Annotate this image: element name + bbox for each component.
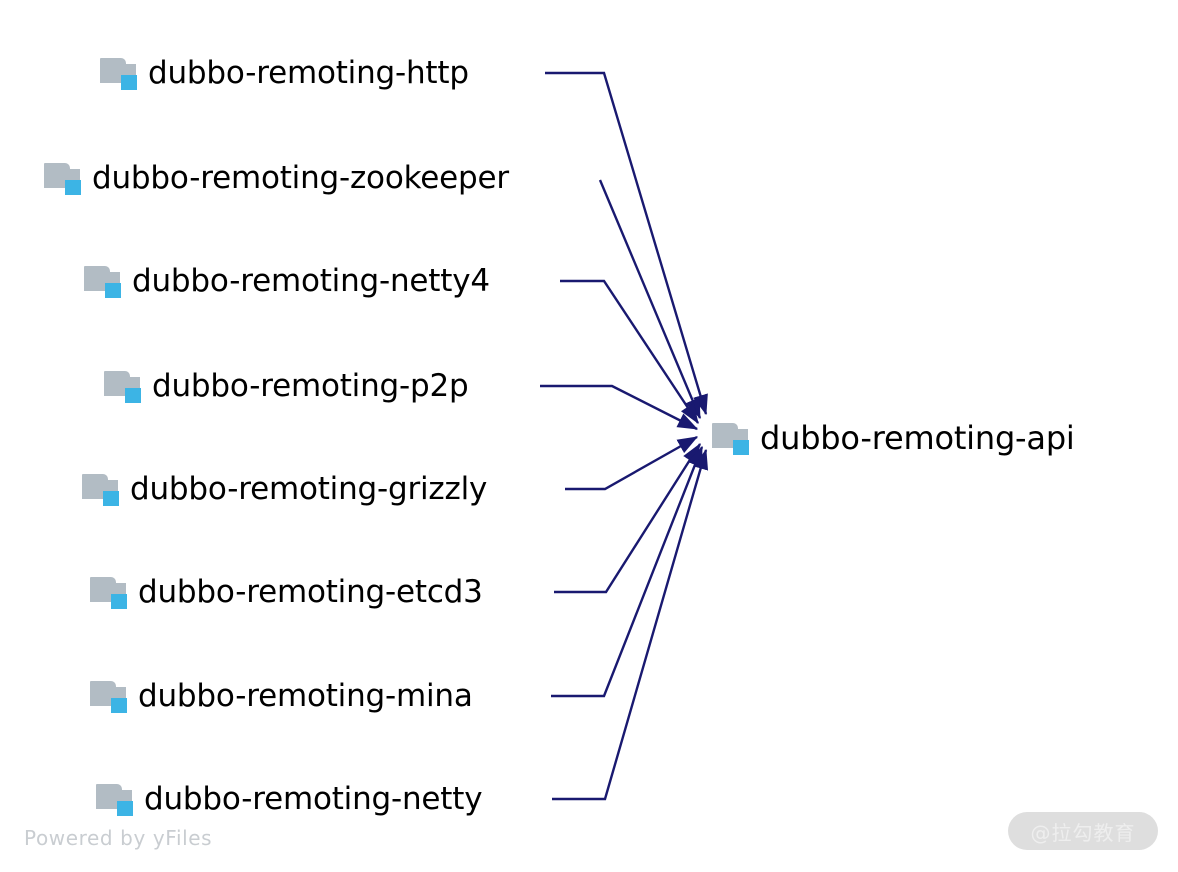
node-dubbo-remoting-http[interactable]: dubbo-remoting-http xyxy=(100,55,469,91)
node-label: dubbo-remoting-api xyxy=(760,419,1075,457)
node-dubbo-remoting-mina[interactable]: dubbo-remoting-mina xyxy=(90,678,473,714)
folder-module-icon xyxy=(100,55,142,91)
edge-dubbo-remoting-netty4-to-dubbo-remoting-api xyxy=(560,279,700,425)
node-dubbo-remoting-netty[interactable]: dubbo-remoting-netty xyxy=(96,780,483,817)
node-label: dubbo-remoting-p2p xyxy=(152,367,469,404)
edge-dubbo-remoting-grizzly-to-dubbo-remoting-api xyxy=(565,435,699,491)
watermark-badge: @拉勾教育 xyxy=(1008,812,1158,850)
edge-dubbo-remoting-mina-to-dubbo-remoting-api xyxy=(551,445,704,698)
node-dubbo-remoting-p2p[interactable]: dubbo-remoting-p2p xyxy=(104,367,469,404)
node-label: dubbo-remoting-grizzly xyxy=(130,470,488,507)
folder-module-icon xyxy=(44,160,86,196)
node-label: dubbo-remoting-netty4 xyxy=(132,262,490,299)
node-label: dubbo-remoting-zookeeper xyxy=(92,159,509,196)
node-label: dubbo-remoting-mina xyxy=(138,677,473,714)
node-dubbo-remoting-api[interactable]: dubbo-remoting-api xyxy=(712,420,1075,456)
watermark-text: @拉勾教育 xyxy=(1030,820,1136,845)
folder-module-icon xyxy=(90,574,132,610)
node-dubbo-remoting-grizzly[interactable]: dubbo-remoting-grizzly xyxy=(82,471,487,507)
edge-dubbo-remoting-netty-to-dubbo-remoting-api xyxy=(552,448,709,801)
node-label: dubbo-remoting-http xyxy=(148,54,469,91)
edge-dubbo-remoting-http-to-dubbo-remoting-api xyxy=(545,71,708,416)
edge-dubbo-remoting-etcd3-to-dubbo-remoting-api xyxy=(554,442,702,594)
folder-module-icon xyxy=(712,420,754,456)
edge-dubbo-remoting-zookeeper-to-dubbo-remoting-api xyxy=(598,179,702,420)
folder-module-icon xyxy=(104,368,146,404)
node-label: dubbo-remoting-etcd3 xyxy=(138,573,483,610)
edge-paths xyxy=(540,71,709,801)
edge-dubbo-remoting-p2p-to-dubbo-remoting-api xyxy=(540,384,699,431)
folder-module-icon xyxy=(96,781,138,817)
folder-module-icon xyxy=(90,678,132,714)
folder-module-icon xyxy=(82,471,124,507)
node-dubbo-remoting-netty4[interactable]: dubbo-remoting-netty4 xyxy=(84,263,490,299)
node-dubbo-remoting-etcd3[interactable]: dubbo-remoting-etcd3 xyxy=(90,574,483,610)
yfiles-credit: Powered by yFiles xyxy=(24,826,213,850)
node-dubbo-remoting-zookeeper[interactable]: dubbo-remoting-zookeeper xyxy=(44,160,509,196)
folder-module-icon xyxy=(84,263,126,299)
node-label: dubbo-remoting-netty xyxy=(144,780,483,817)
